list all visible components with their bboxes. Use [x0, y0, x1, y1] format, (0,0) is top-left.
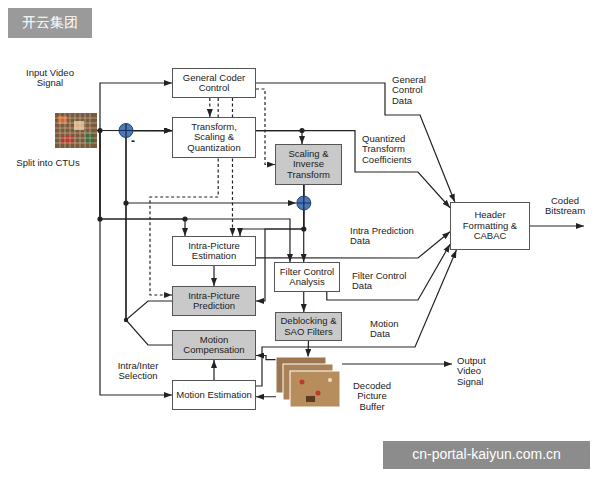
junction-dot	[299, 128, 304, 133]
node-text: Decoded Picture Buffer	[346, 381, 398, 412]
annotation-label: Output Video Signal	[457, 356, 502, 387]
signal-connector	[256, 250, 456, 386]
signal-connector	[256, 131, 450, 208]
node-text: Deblocking & SAO Filters	[278, 316, 339, 337]
annotation-label: Intra/Inter Selection	[106, 361, 170, 382]
signal-connector	[256, 356, 276, 360]
junction-dot	[301, 226, 306, 231]
signal-connector	[303, 185, 304, 262]
ctu-grid	[55, 113, 97, 148]
signal-connector	[240, 185, 304, 236]
video-patch	[62, 136, 73, 144]
junction-dot	[123, 200, 128, 205]
prediction-wire	[126, 202, 296, 203]
process-box: Intra-Picture Prediction	[172, 286, 256, 316]
process-box: Header Formatting & CABAC	[450, 202, 530, 250]
adder-cross	[119, 124, 133, 138]
node-text: Filter Control Analysis	[277, 267, 337, 288]
edge-label: General Control Data	[392, 75, 440, 106]
signal-connector	[327, 244, 450, 300]
node-text: Transform, Scaling & Quantization	[175, 122, 253, 153]
signal-connector	[126, 131, 172, 321]
picture-frame	[290, 371, 340, 407]
annotation-label: -	[131, 135, 141, 148]
picture-detail	[306, 396, 315, 402]
signal-connector	[97, 131, 172, 396]
signal-connector	[256, 83, 455, 202]
bitstream-wire	[530, 225, 584, 226]
junction-dot	[97, 128, 102, 133]
watermark: 开云集团	[8, 8, 92, 38]
extra-wires	[126, 203, 584, 364]
adder-cross	[297, 196, 311, 210]
edge-label: Filter Control Data	[352, 271, 418, 292]
video-patch	[86, 134, 94, 144]
picture-buffer: Decoded Picture Buffer	[276, 357, 340, 410]
output-wire	[342, 363, 452, 364]
signal-connector	[307, 341, 309, 357]
edge-label: Intra Prediction Data	[350, 226, 425, 247]
node-text: Intra-Picture Prediction	[175, 291, 253, 312]
signal-connector	[97, 130, 172, 131]
process-box: Filter Control Analysis	[274, 262, 340, 292]
edge-label: Quantized Transform Coefficients	[362, 134, 420, 165]
edge-label: Motion Data	[370, 319, 410, 340]
adder-symbol	[297, 196, 311, 210]
adder-symbol	[119, 124, 133, 138]
signal-connector	[256, 396, 276, 397]
video-input: Input Video SignalSplit into CTUs	[55, 113, 97, 148]
process-box: Intra-Picture Estimation	[172, 236, 256, 266]
switch-pivot	[124, 318, 128, 322]
signal-connector	[303, 292, 304, 312]
signal-connector	[126, 131, 172, 346]
node-subtext: Split into CTUs	[8, 158, 88, 168]
process-box: Scaling & Inverse Transform	[275, 144, 342, 185]
signal-connector	[213, 266, 214, 286]
node-text: Motion Compensation	[175, 335, 253, 356]
watermark: cn-portal-kaiyun.com.cn	[383, 441, 590, 469]
picture-detail	[328, 378, 332, 382]
signal-connector	[213, 360, 214, 380]
process-box: Transform, Scaling & Quantization	[172, 117, 256, 158]
process-box: General Coder Control	[172, 68, 256, 98]
node-text: Intra-Picture Estimation	[175, 241, 253, 262]
picture-frame	[276, 357, 326, 393]
picture-detail	[316, 391, 321, 396]
input-video-illustration	[55, 113, 97, 148]
annotation-label: Coded Bitstream	[535, 196, 595, 217]
control-connector	[209, 98, 210, 117]
picture-detail	[300, 380, 305, 385]
node-text: Input Video Signal	[25, 68, 75, 89]
junction-dot	[97, 216, 102, 221]
node-text: Header Formatting & CABAC	[453, 210, 527, 241]
junction-dot	[182, 216, 187, 221]
process-box: Motion Compensation	[172, 330, 256, 360]
node-text: Motion Estimation	[176, 390, 252, 400]
video-frame	[55, 113, 97, 148]
node-text: Scaling & Inverse Transform	[278, 149, 339, 180]
signal-connector	[256, 131, 302, 145]
process-box: Motion Estimation	[172, 380, 256, 410]
process-box: Deblocking & SAO Filters	[275, 312, 342, 341]
control-connector	[256, 89, 275, 165]
signal-connector	[97, 83, 172, 131]
video-patch	[58, 116, 67, 124]
decoded-picture-illustration	[276, 357, 340, 407]
picture-frame	[283, 364, 333, 400]
video-patch	[74, 121, 84, 130]
node-text: General Coder Control	[175, 73, 253, 94]
